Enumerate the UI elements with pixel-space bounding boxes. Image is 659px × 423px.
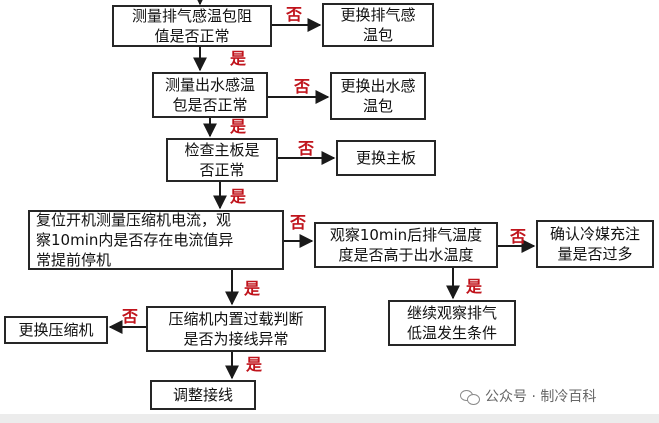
node-check-mainboard: 检查主板是 否正常 bbox=[166, 138, 278, 182]
label-yes-n6: 是 bbox=[246, 355, 263, 374]
label-yes-n1: 是 bbox=[230, 49, 247, 68]
node-reset-measure-current: 复位开机测量压缩机电流，观 察10min内是否存在电流值异 常提前停机 bbox=[28, 210, 284, 270]
node-replace-water-sensor: 更换出水感 温包 bbox=[330, 72, 426, 120]
label-yes-n3: 是 bbox=[230, 187, 247, 206]
label-no-n5: 否 bbox=[510, 227, 527, 246]
label-yes-n2: 是 bbox=[230, 117, 247, 136]
label-no-n1: 否 bbox=[286, 5, 303, 24]
label-no-n4: 否 bbox=[290, 213, 307, 232]
node-compressor-overload: 压缩机内置过载判断 是否为接线异常 bbox=[146, 306, 326, 352]
node-observe-exhaust-temp: 观察10min后排气温度 度是否高于出水温度 bbox=[314, 222, 498, 268]
node-confirm-refrigerant: 确认冷媒充注 量是否过多 bbox=[536, 220, 654, 268]
node-check-exhaust-sensor: 测量排气感温包阻 值是否正常 bbox=[112, 5, 272, 47]
label-yes-n4: 是 bbox=[244, 279, 261, 298]
node-replace-mainboard: 更换主板 bbox=[336, 140, 436, 176]
node-adjust-wiring: 调整接线 bbox=[150, 380, 256, 410]
label-no-n2: 否 bbox=[294, 77, 311, 96]
label-no-n6: 否 bbox=[122, 307, 139, 326]
bottom-band bbox=[0, 414, 659, 423]
node-continue-observe: 继续观察排气 低温发生条件 bbox=[388, 300, 516, 346]
watermark-text: 公众号 · 制冷百科 bbox=[485, 389, 597, 405]
wechat-icon bbox=[460, 388, 480, 405]
watermark: 公众号 · 制冷百科 bbox=[460, 385, 596, 407]
node-replace-compressor: 更换压缩机 bbox=[4, 316, 108, 344]
node-check-water-sensor: 测量出水感温 包是否正常 bbox=[152, 72, 268, 118]
node-replace-exhaust-sensor: 更换排气感 温包 bbox=[322, 3, 434, 47]
label-yes-n5: 是 bbox=[466, 277, 483, 296]
label-no-n3: 否 bbox=[298, 139, 315, 158]
